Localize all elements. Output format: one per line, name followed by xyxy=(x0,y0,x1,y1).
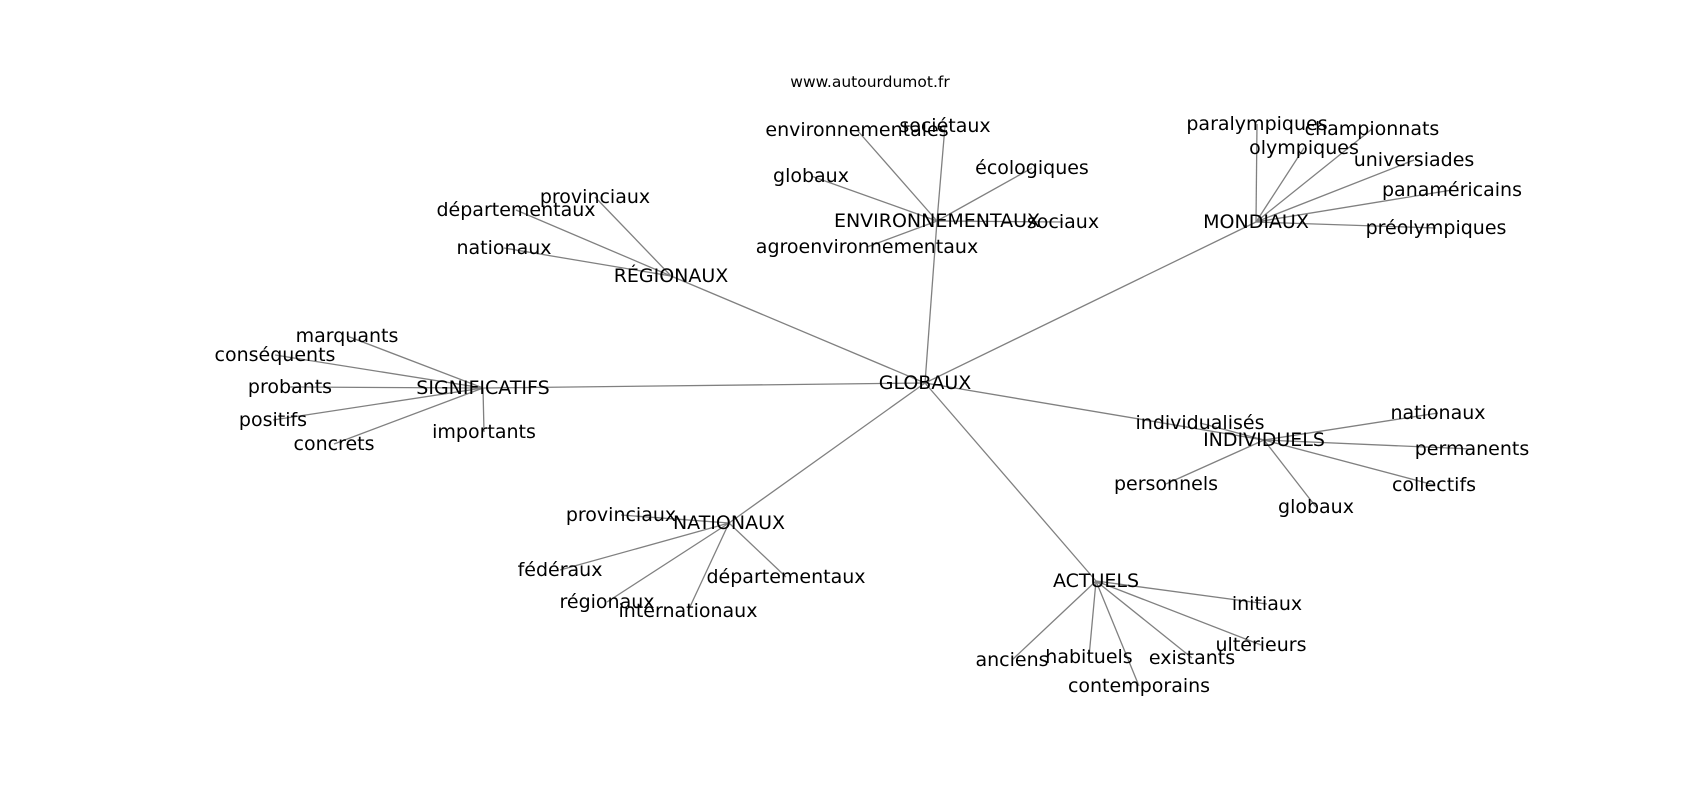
node-leaf-reg_departementaux: départementaux xyxy=(436,199,595,221)
edge-actuels-act_initiaux xyxy=(1095,580,1268,605)
node-leaf-act_contemporains: contemporains xyxy=(1068,675,1210,697)
node-leaf-sig_marquants: marquants xyxy=(296,325,399,347)
node-group-environnementaux: ENVIRONNEMENTAUX xyxy=(834,210,1040,232)
node-group-actuels: ACTUELS xyxy=(1053,570,1139,592)
edge-significatifs-sig_concrets xyxy=(333,387,484,445)
edge-individuels-ind_nationaux xyxy=(1263,412,1439,441)
edge-actuels-act_anciens xyxy=(1011,580,1097,661)
node-leaf-sig_consequents: conséquents xyxy=(215,344,336,366)
edge-mondiaux-mon_preolympiques xyxy=(1255,221,1437,229)
node-leaf-env_societaux: sociétaux xyxy=(899,115,990,137)
edge-significatifs-sig_positifs xyxy=(272,387,484,421)
node-leaf-nat_departementaux: départementaux xyxy=(706,566,865,588)
node-group-significatifs: SIGNIFICATIFS xyxy=(416,377,549,399)
edge-mondiaux-mon_championnats xyxy=(1255,128,1373,223)
node-leaf-mon_preolympiques: préolympiques xyxy=(1366,217,1507,239)
edge-environnementaux-env_sociaux xyxy=(936,220,1064,223)
edge-nationaux-nat_regionaux xyxy=(606,522,730,603)
edge-environnementaux-env_agroenvironnementaux xyxy=(866,220,938,248)
node-leaf-env_globaux: globaux xyxy=(773,165,849,187)
node-leaf-reg_nationaux: nationaux xyxy=(456,237,551,259)
node-leaf-nat_internationaux: internationaux xyxy=(619,600,758,622)
node-leaf-ind_permanents: permanents xyxy=(1415,438,1530,460)
node-leaf-mon_panamericains: panaméricains xyxy=(1382,179,1522,201)
node-leaf-sig_concrets: concrets xyxy=(294,433,375,455)
node-group-individuels: INDIVIDUELS xyxy=(1203,429,1325,451)
edge-nationaux-nat_provinciaux xyxy=(620,514,730,524)
edge-nationaux-nat_federaux xyxy=(559,522,730,571)
node-leaf-act_initiaux: initiaux xyxy=(1232,593,1302,615)
source-label: www.autourdumot.fr xyxy=(790,73,950,91)
edge-actuels-act_habituels xyxy=(1088,580,1097,658)
edge-significatifs-sig_probants xyxy=(289,386,484,389)
edge-individuels-ind_globaux xyxy=(1263,439,1317,508)
node-leaf-ind_collectifs: collectifs xyxy=(1392,474,1476,496)
node-group-mondiaux: MONDIAUX xyxy=(1203,211,1309,233)
node-leaf-env_ecologiques: écologiques xyxy=(975,157,1089,179)
edge-globaux-regionaux xyxy=(670,275,926,384)
node-leaf-sig_probants: probants xyxy=(248,376,332,398)
edge-globaux-mondiaux xyxy=(924,221,1257,384)
node-group-regionaux: RÉGIONAUX xyxy=(614,264,729,287)
labels-layer: GLOBAUX ENVIRONNEMENTAUX environnementales… xyxy=(215,113,1530,697)
node-leaf-reg_provinciaux: provinciaux xyxy=(540,186,650,208)
edge-actuels-act_existants xyxy=(1095,580,1193,659)
edge-globaux-environnementaux xyxy=(924,220,938,384)
node-leaf-ind_globaux: globaux xyxy=(1278,496,1354,518)
node-leaf-env_agroenvironnementaux: agroenvironnementaux xyxy=(756,236,978,258)
node-leaf-mon_paralympiques: paralympiques xyxy=(1186,113,1327,135)
node-group-nationaux: NATIONAUX xyxy=(673,512,785,534)
node-leaf-ind_nationaux: nationaux xyxy=(1390,402,1485,424)
node-center-globaux: GLOBAUX xyxy=(879,372,972,394)
edge-mondiaux-mon_paralympiques xyxy=(1255,123,1258,223)
edge-individuels-ind_permanents xyxy=(1263,439,1473,450)
node-leaf-ind_individualises: individualisés xyxy=(1136,412,1265,434)
node-leaf-ind_personnels: personnels xyxy=(1114,473,1218,495)
edges-layer xyxy=(272,123,1473,687)
edge-mondiaux-mon_panamericains xyxy=(1255,189,1453,223)
node-leaf-env_environnementales: environnementales xyxy=(765,119,948,141)
edge-globaux-individuels xyxy=(924,382,1265,441)
node-leaf-nat_federaux: fédéraux xyxy=(518,559,603,581)
node-leaf-act_existants: existants xyxy=(1149,647,1235,669)
edge-significatifs-sig_consequents xyxy=(274,354,484,389)
edge-regionaux-reg_departementaux xyxy=(515,209,672,277)
edge-regionaux-reg_nationaux xyxy=(503,247,672,277)
node-leaf-nat_provinciaux: provinciaux xyxy=(566,504,676,526)
edge-individuels-ind_collectifs xyxy=(1263,439,1435,486)
edge-nationaux-nat_departementaux xyxy=(728,522,787,578)
node-leaf-sig_importants: importants xyxy=(432,421,536,443)
edge-actuels-act_ulterieurs xyxy=(1095,580,1262,646)
node-leaf-sig_positifs: positifs xyxy=(239,409,307,431)
edge-environnementaux-env_ecologiques xyxy=(936,167,1033,222)
node-leaf-nat_regionaux: régionaux xyxy=(559,591,654,613)
node-leaf-env_sociaux: sociaux xyxy=(1027,211,1099,233)
edge-significatifs-sig_marquants xyxy=(346,335,484,389)
edge-mondiaux-mon_olympiques xyxy=(1255,147,1305,223)
edge-individuels-ind_personnels xyxy=(1165,439,1265,485)
node-leaf-act_anciens: anciens xyxy=(975,649,1048,671)
node-leaf-mon_universiades: universiades xyxy=(1354,149,1475,171)
edge-mondiaux-mon_universiades xyxy=(1255,159,1415,223)
node-leaf-act_habituels: habituels xyxy=(1045,646,1132,668)
node-leaf-act_ulterieurs: ultérieurs xyxy=(1216,634,1307,656)
edge-environnementaux-env_environnementales xyxy=(856,129,938,222)
edge-nationaux-nat_internationaux xyxy=(687,522,730,612)
edge-actuels-act_contemporains xyxy=(1095,580,1140,687)
edge-environnementaux-env_globaux xyxy=(810,175,938,222)
node-leaf-mon_championnats: championnats xyxy=(1305,118,1440,140)
node-leaf-mon_olympiques: olympiques xyxy=(1249,137,1359,159)
edge-regionaux-reg_provinciaux xyxy=(594,196,672,277)
edge-globaux-significatifs xyxy=(482,382,926,389)
edge-individuels-ind_individualises xyxy=(1199,422,1265,441)
edge-significatifs-sig_importants xyxy=(482,387,485,433)
edge-environnementaux-env_societaux xyxy=(936,125,946,222)
edge-globaux-nationaux xyxy=(728,382,926,524)
edge-globaux-actuels xyxy=(924,382,1097,582)
